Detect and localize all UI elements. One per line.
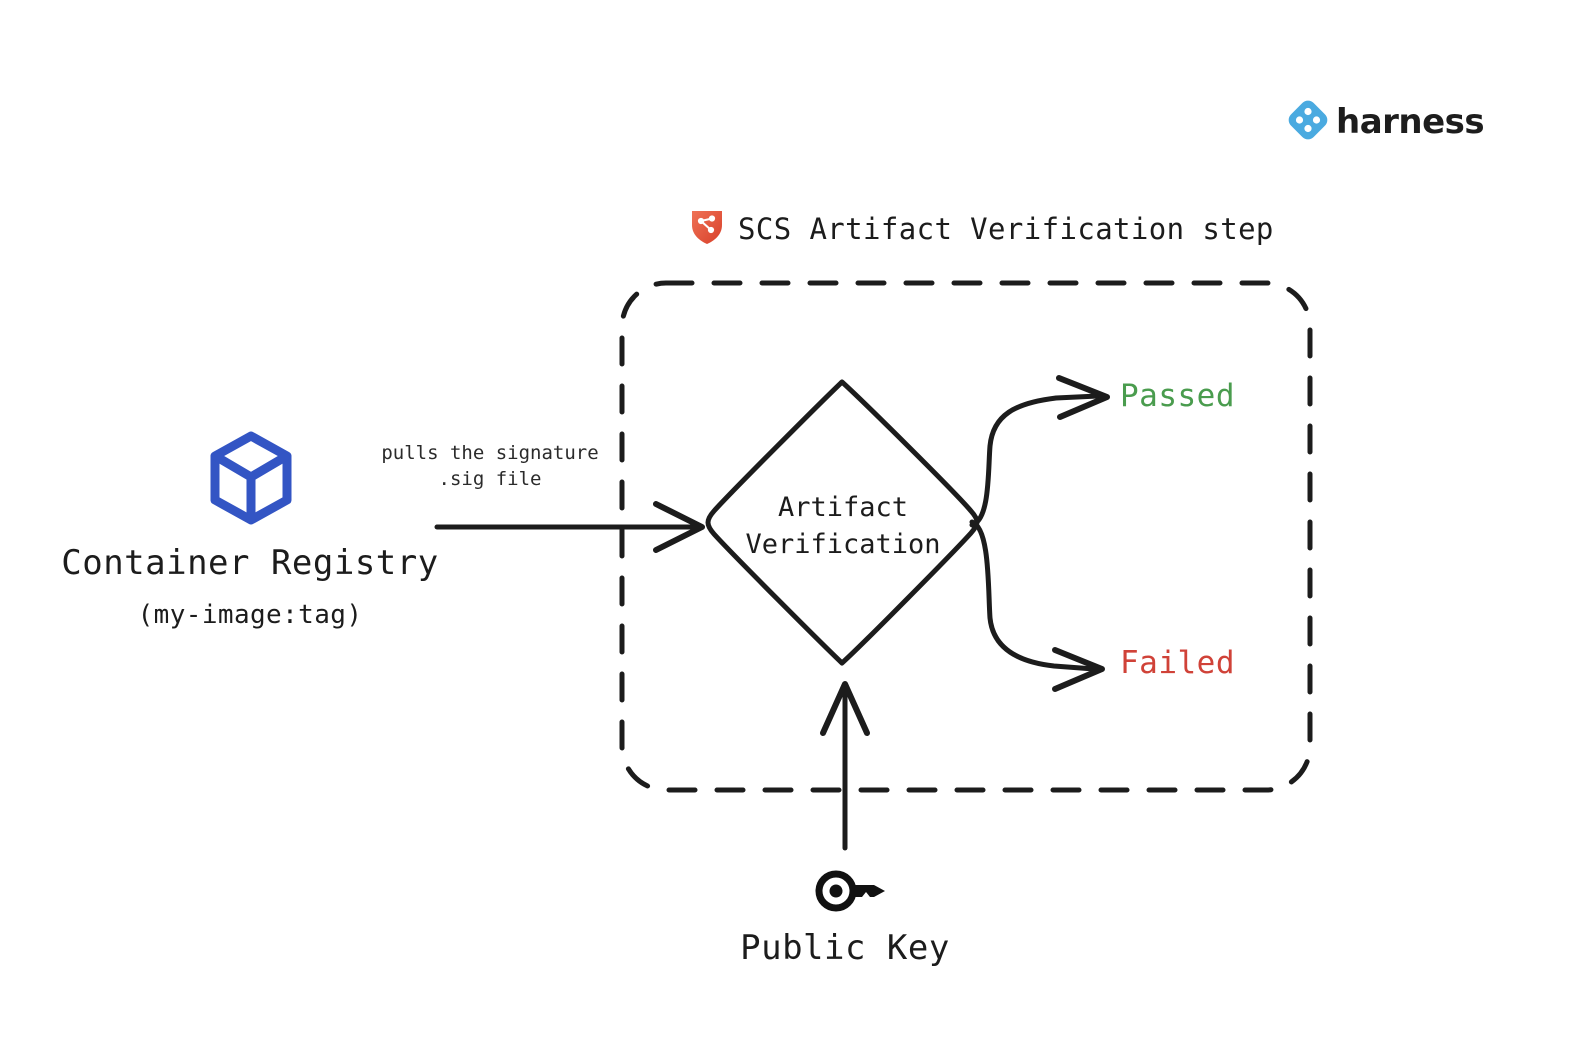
arrow-verification-to-passed bbox=[969, 375, 1110, 528]
pull-signature-edge-label: pulls the signature .sig file bbox=[370, 440, 610, 492]
arrow-verification-to-failed bbox=[969, 519, 1105, 692]
public-key-label: Public Key bbox=[740, 928, 950, 968]
verification-label-line2: Verification bbox=[745, 529, 941, 560]
pull-label-line1: pulls the signature bbox=[381, 442, 599, 464]
container-box-icon bbox=[205, 430, 297, 532]
step-title-row: SCS Artifact Verification step bbox=[690, 208, 1274, 250]
artifact-verification-label: Artifact Verification bbox=[712, 489, 974, 563]
outcome-failed-label: Failed bbox=[1120, 645, 1235, 681]
harness-brand-logo: harness bbox=[1288, 100, 1485, 144]
outcome-passed-label: Passed bbox=[1120, 378, 1235, 414]
registry-subtitle: (my-image:tag) bbox=[137, 600, 363, 630]
registry-title: Container Registry bbox=[61, 543, 439, 583]
harness-diamond-logo-icon bbox=[1288, 100, 1328, 144]
step-title: SCS Artifact Verification step bbox=[738, 211, 1274, 246]
harness-wordmark: harness bbox=[1336, 102, 1485, 142]
verification-label-line1: Artifact bbox=[777, 492, 909, 523]
scs-shield-icon bbox=[690, 208, 724, 250]
key-icon bbox=[812, 868, 890, 918]
pull-label-line2: .sig file bbox=[438, 468, 542, 490]
arrow-key-to-verification bbox=[820, 681, 870, 851]
